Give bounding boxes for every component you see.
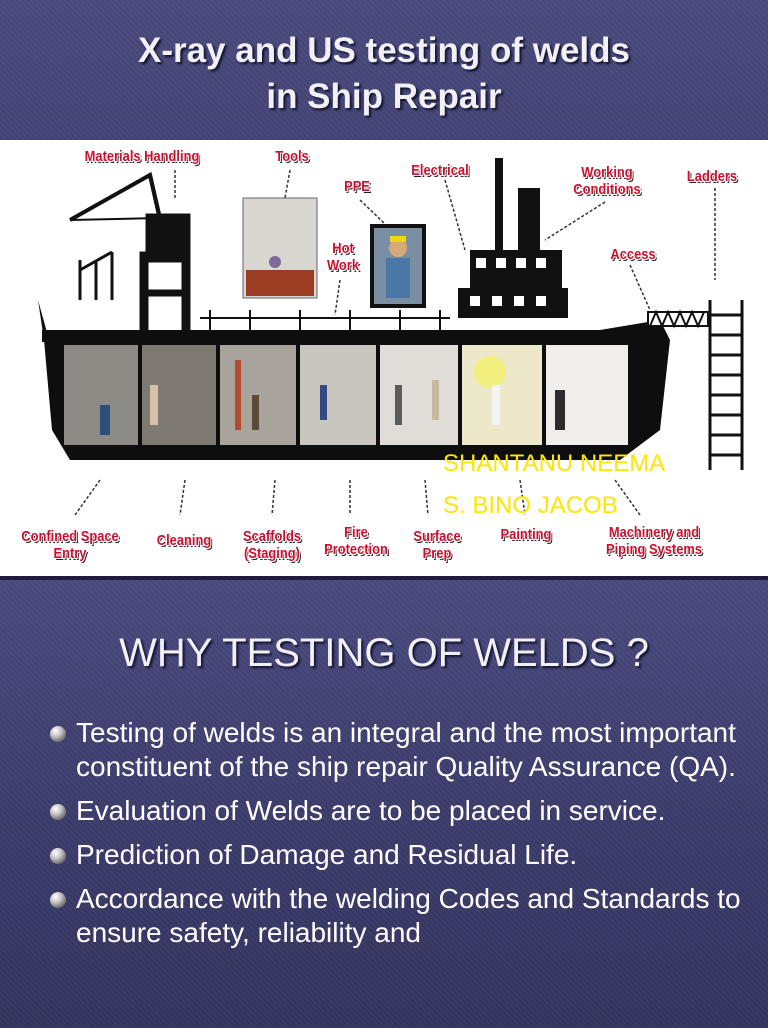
callout-electrical: Electrical — [411, 162, 469, 179]
callout-surface-prep: Surface Prep — [413, 528, 461, 562]
bullet-item: Accordance with the welding Codes and St… — [46, 882, 746, 950]
crane-drawing — [69, 171, 191, 341]
bullet-item: Prediction of Damage and Residual Life. — [46, 838, 746, 872]
title-line-2: in Ship Repair — [266, 77, 502, 116]
leader-lines — [74, 169, 716, 516]
title-line-1: X-ray and US testing of welds — [137, 31, 631, 70]
slide-title: X-ray and US testing of welds in Ship Re… — [0, 28, 768, 120]
callout-cleaning: Cleaning — [156, 532, 212, 549]
callout-tools: Tools — [275, 148, 309, 165]
hold-compartments — [64, 345, 628, 445]
gangway-drawing — [647, 309, 709, 329]
bullet-icon — [50, 848, 66, 864]
callout-ladders: Ladders — [686, 168, 738, 185]
slide-heading: WHY TESTING OF WELDS ? — [119, 631, 649, 675]
ship-drawing — [38, 158, 744, 516]
callout-working-conditions: Working Conditions — [573, 164, 641, 198]
bullet-text: Prediction of Damage and Residual Life. — [76, 839, 578, 870]
bullet-text: Evaluation of Welds are to be placed in … — [76, 795, 666, 826]
bullet-item: Evaluation of Welds are to be placed in … — [46, 794, 746, 828]
callout-access: Access — [610, 246, 656, 263]
callout-fire-protection: Fire Protection — [324, 524, 388, 558]
callout-hot-work: Hot Work — [326, 240, 360, 274]
callout-scaffolds-staging: Scaffolds (Staging) — [242, 528, 302, 562]
bullet-icon — [50, 726, 66, 742]
bullet-text: Testing of welds is an integral and the … — [76, 717, 736, 782]
author-name-2: S. BINO JACOB — [443, 492, 618, 519]
slide-divider — [0, 576, 768, 580]
author-name-1: SHANTANU NEEMA — [443, 450, 666, 477]
title-slide: X-ray and US testing of welds in Ship Re… — [0, 0, 768, 576]
bullet-text: Accordance with the welding Codes and St… — [76, 883, 741, 948]
bullet-list: Testing of welds is an integral and the … — [46, 716, 746, 960]
callout-ppe: PPE — [344, 178, 370, 195]
mast-drawing — [78, 250, 114, 300]
bullet-item: Testing of welds is an integral and the … — [46, 716, 746, 784]
bullet-icon — [50, 892, 66, 908]
callout-machinery-piping: Machinery and Piping Systems — [605, 524, 703, 558]
superstructure-drawing — [458, 158, 568, 318]
callout-materials-handling: Materials Handling — [84, 148, 200, 165]
bullet-icon — [50, 804, 66, 820]
callout-confined-space-entry: Confined Space Entry — [21, 528, 119, 562]
ladder-drawing — [708, 300, 744, 470]
ship-hazards-illustration: Materials Handling Tools PPE Electrical … — [0, 140, 768, 576]
callout-painting: Painting — [500, 526, 552, 543]
content-slide: WHY TESTING OF WELDS ? Testing of welds … — [0, 580, 768, 1028]
